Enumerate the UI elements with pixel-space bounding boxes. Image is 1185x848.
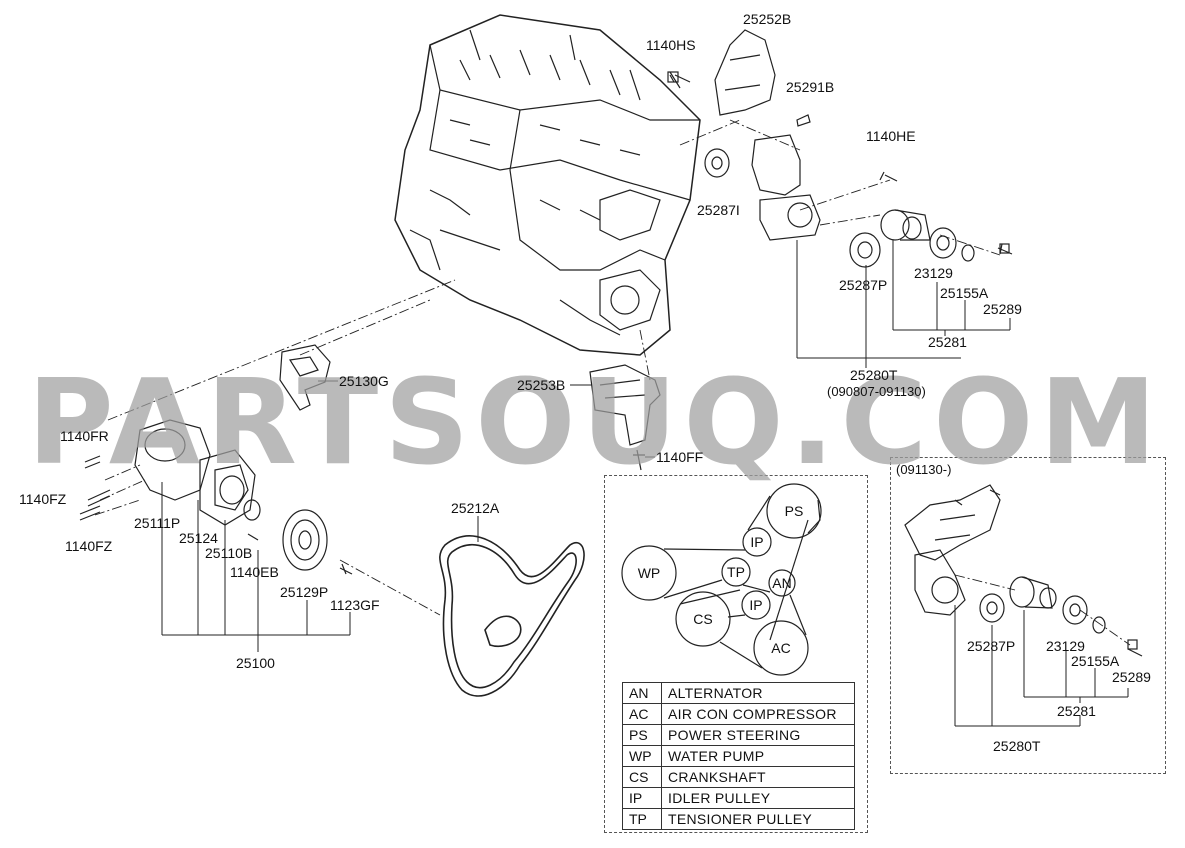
part-label-25124[interactable]: 25124: [179, 530, 218, 546]
part-label-1140HS[interactable]: 1140HS: [646, 37, 696, 53]
pulley-an: AN: [772, 575, 791, 591]
part-label-25155A-top[interactable]: 25155A: [940, 285, 989, 301]
part-label-25111P[interactable]: 25111P: [134, 515, 181, 531]
part-label-25287P-top[interactable]: 25287P: [839, 277, 888, 293]
part-label-25281-top[interactable]: 25281: [928, 334, 967, 350]
part-label-1140FZ-b[interactable]: 1140FZ: [65, 538, 113, 554]
part-label-25281-alt[interactable]: 25281: [1057, 703, 1096, 719]
legend-code: AN: [622, 682, 662, 704]
part-label-25100[interactable]: 25100: [236, 655, 275, 671]
legend-code: WP: [622, 745, 662, 767]
part-label-23129-top[interactable]: 23129: [914, 265, 953, 281]
legend-desc: ALTERNATOR: [661, 682, 855, 704]
part-label-25280T-top[interactable]: 25280T: [850, 367, 898, 383]
leader-lines: [161, 240, 1129, 727]
tensioner-assembly-top: [667, 29, 1013, 268]
pulley-tp: TP: [727, 564, 745, 580]
pulley-ac: AC: [771, 640, 790, 656]
legend-code: IP: [622, 787, 662, 809]
part-label-1140EB[interactable]: 1140EB: [230, 564, 279, 580]
part-label-25287I[interactable]: 25287I: [697, 202, 740, 218]
legend-code: TP: [622, 808, 662, 830]
part-label-1140FZ-a[interactable]: 1140FZ: [19, 491, 67, 507]
pulley-cs: CS: [693, 611, 712, 627]
legend-desc: TENSIONER PULLEY: [661, 808, 855, 830]
legend-desc: WATER PUMP: [661, 745, 855, 767]
part-label-25212A[interactable]: 25212A: [451, 500, 500, 516]
belt-drawing: [439, 535, 585, 697]
legend-desc: CRANKSHAFT: [661, 766, 855, 788]
water-pump-drawing: [79, 419, 353, 575]
legend-desc: AIR CON COMPRESSOR: [661, 703, 855, 725]
watermark: PARTSOUQ.COM: [27, 353, 1163, 491]
part-label-25155A-alt[interactable]: 25155A: [1071, 653, 1120, 669]
part-label-1123GF[interactable]: 1123GF: [330, 597, 380, 613]
part-label-25129P[interactable]: 25129P: [280, 584, 329, 600]
bracket-drawing: [589, 364, 661, 471]
gasket-drawing: [279, 344, 331, 411]
part-label-1140FF[interactable]: 1140FF: [656, 449, 704, 465]
part-label-1140FR[interactable]: 1140FR: [60, 428, 109, 444]
part-label-25287P-alt[interactable]: 25287P: [967, 638, 1016, 654]
pulley-ps: PS: [785, 503, 804, 519]
part-label-alt-range: (091130-): [896, 462, 952, 477]
belt-routing-diagram: [621, 483, 822, 676]
legend-code: PS: [622, 724, 662, 746]
pulley-ip-top: IP: [750, 534, 763, 550]
part-label-25110B[interactable]: 25110B: [205, 545, 253, 561]
legend-code: CS: [622, 766, 662, 788]
part-label-1140HE[interactable]: 1140HE: [866, 128, 916, 144]
pulley-wp: WP: [638, 565, 661, 581]
part-label-25291B[interactable]: 25291B: [786, 79, 835, 95]
legend-desc: IDLER PULLEY: [661, 787, 855, 809]
part-label-25253B[interactable]: 25253B: [517, 377, 566, 393]
part-label-25280T-alt[interactable]: 25280T: [993, 738, 1041, 754]
part-label-25289-top[interactable]: 25289: [983, 301, 1022, 317]
part-label-25252B[interactable]: 25252B: [743, 11, 792, 27]
part-label-25130G[interactable]: 25130G: [339, 373, 389, 389]
engine-block-drawing: [394, 14, 701, 356]
part-label-23129-alt[interactable]: 23129: [1046, 638, 1085, 654]
part-label-25280T-top-range: (090807-091130): [827, 384, 926, 399]
alt-assembly-box: [890, 457, 1166, 774]
legend-desc: POWER STEERING: [661, 724, 855, 746]
tensioner-assembly-alt: [904, 484, 1143, 657]
part-label-25289-alt[interactable]: 25289: [1112, 669, 1151, 685]
belt-routing-box: [604, 475, 868, 833]
legend-code: AC: [622, 703, 662, 725]
pulley-ip-bottom: IP: [749, 597, 762, 613]
